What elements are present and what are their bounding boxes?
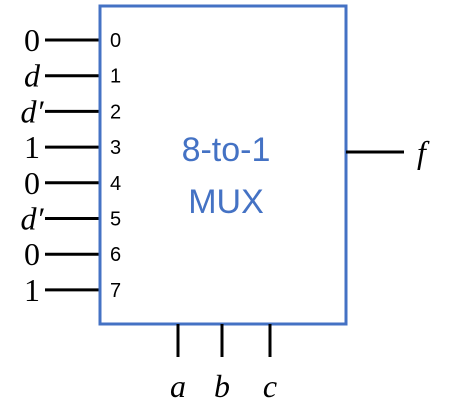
input-lines: 0dd′10d′01 — [21, 22, 100, 308]
mux-title-line2: MUX — [188, 183, 264, 221]
input-value-5: d′ — [21, 201, 45, 237]
input-value-6: 0 — [24, 236, 40, 272]
select-label-b: b — [214, 368, 230, 404]
mux-box — [98, 4, 348, 326]
pin-number-7: 7 — [110, 280, 121, 302]
pin-number-5: 5 — [110, 209, 121, 231]
select-label-c: c — [263, 368, 277, 404]
input-value-7: 1 — [24, 272, 40, 308]
input-value-3: 1 — [24, 129, 40, 165]
input-value-4: 0 — [24, 165, 40, 201]
input-value-1: d — [24, 58, 41, 94]
select-label-a: a — [170, 368, 186, 404]
pin-number-1: 1 — [110, 66, 121, 88]
input-value-0: 0 — [24, 22, 40, 58]
mux-title-line1: 8-to-1 — [182, 131, 271, 169]
pin-numbers: 0 1 2 3 4 5 6 7 — [110, 30, 121, 302]
pin-number-2: 2 — [110, 101, 121, 123]
pin-number-0: 0 — [110, 30, 121, 52]
pin-number-4: 4 — [110, 173, 121, 195]
pin-number-6: 6 — [110, 244, 121, 266]
input-value-2: d′ — [21, 93, 45, 129]
output-label: f — [417, 134, 430, 170]
pin-number-3: 3 — [110, 137, 121, 159]
